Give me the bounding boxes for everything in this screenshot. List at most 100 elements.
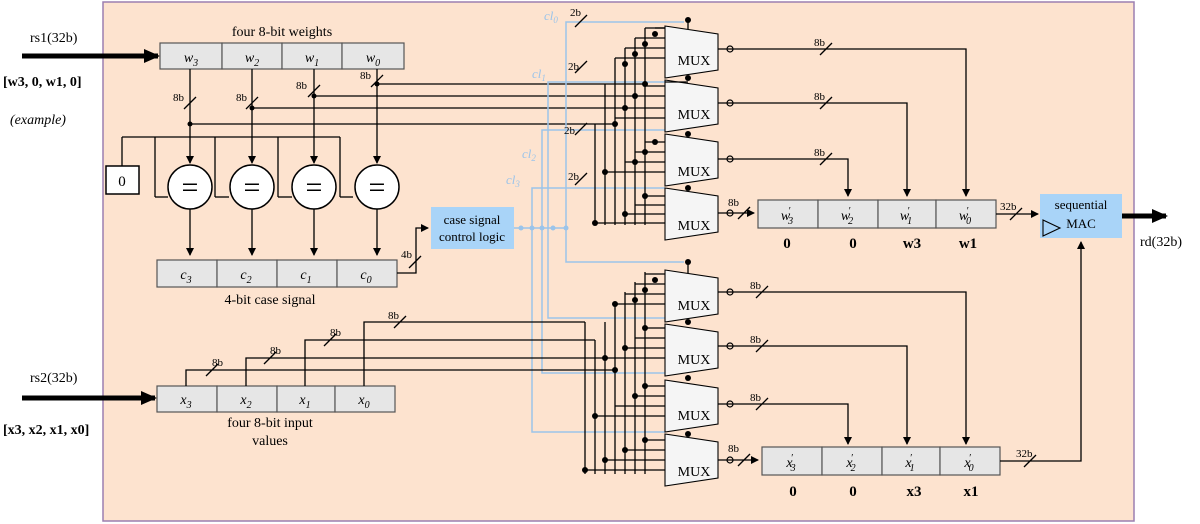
bus-label-xmux3: 8b xyxy=(728,443,740,455)
zero-constant: 0 xyxy=(118,174,126,190)
bus-label-w2-tap: 8b xyxy=(236,92,248,104)
case-cell-c1: c1 xyxy=(300,268,311,286)
w-prime-value-0: w1 xyxy=(959,236,977,252)
input-mux-inputs xyxy=(582,272,665,474)
x-prime-cell-1: x1′ xyxy=(904,453,914,474)
bus-label-x3: 8b xyxy=(212,357,224,369)
bus-label-wmux3: 8b xyxy=(728,197,740,209)
w-prime-register: w3′ w2′ w1′ w0′ xyxy=(757,199,997,229)
weight-mux-0-label: MUX xyxy=(678,54,711,69)
mac-line2: MAC xyxy=(1066,216,1096,231)
rs1-example: [w3, 0, w1, 0] xyxy=(3,75,82,90)
w-prime-cell-3: w3′ xyxy=(781,206,793,227)
weight-mux-1 xyxy=(664,79,719,133)
control-lines: cl0 cl1 cl2 cl3 2b 2b 2b 2b xyxy=(506,7,684,433)
comparator-0-symbol: = xyxy=(369,171,386,204)
input-mux-3 xyxy=(664,433,719,487)
case-register-title: 4-bit case signal xyxy=(225,293,316,308)
weight-cell-w3: w3 xyxy=(184,51,198,69)
control-logic-line2: control logic xyxy=(439,229,505,244)
weight-mux-0 xyxy=(664,25,719,79)
bus-label-wmux0: 8b xyxy=(814,37,826,49)
bus-label-x0: 8b xyxy=(388,310,400,322)
x-prime-cell-0: x0′ xyxy=(963,453,973,474)
x-prime-to-mac-wire xyxy=(1000,241,1085,462)
bus-label-xmux0: 8b xyxy=(750,280,762,292)
bus-label-wmux1: 8b xyxy=(814,91,826,103)
case-cell-c3: c3 xyxy=(180,268,191,286)
weight-muxes: MUX MUX MUX MUX xyxy=(664,17,719,241)
bus-label-cl0: 2b xyxy=(570,7,582,19)
inputs-register-title-line2: values xyxy=(252,434,288,449)
case-to-control-wire xyxy=(397,224,429,274)
input-cell-x3: x3 xyxy=(179,393,191,411)
weight-cell-w1: w1 xyxy=(305,51,319,69)
control-line-cl3: cl3 xyxy=(506,172,520,189)
input-cell-x0: x0 xyxy=(357,393,369,411)
comparator-3-symbol: = xyxy=(182,171,199,204)
bus-label-w-prime: 32b xyxy=(1000,201,1017,213)
bus-label-case: 4b xyxy=(401,249,413,261)
weight-mux-inputs xyxy=(592,27,665,226)
input-mux-1-label: MUX xyxy=(678,353,711,368)
rs1-label: rs1(32b) xyxy=(30,31,78,46)
input-mux-2 xyxy=(664,379,719,433)
control-line-cl0: cl0 xyxy=(544,8,558,25)
input-cell-x2: x2 xyxy=(239,393,251,411)
x-prime-value-0: x1 xyxy=(964,484,979,500)
x-prime-value-1: x3 xyxy=(907,484,922,500)
x-prime-cell-2: x2′ xyxy=(845,453,855,474)
weight-cell-w0: w0 xyxy=(366,51,380,69)
bus-label-cl1: 2b xyxy=(568,61,580,73)
weight-buses xyxy=(187,81,645,127)
bus-label-xmux2: 8b xyxy=(750,392,762,404)
weight-cell-w2: w2 xyxy=(245,51,259,69)
case-signal-register: c3 c2 c1 c0 xyxy=(156,209,398,288)
input-mux-2-label: MUX xyxy=(678,409,711,424)
rs2-example: [x3, x2, x1, x0] xyxy=(3,423,89,438)
control-logic-line1: case signal xyxy=(444,212,501,227)
case-cell-c2: c2 xyxy=(240,268,251,286)
comparator-2-symbol: = xyxy=(244,171,261,204)
control-line-cl1: cl1 xyxy=(532,66,546,83)
bus-label-w1-tap: 8b xyxy=(296,80,308,92)
bus-label-x-prime: 32b xyxy=(1016,448,1033,460)
weight-mux-2-label: MUX xyxy=(678,165,711,180)
w-prime-cell-1: w1′ xyxy=(900,206,912,227)
input-mux-1 xyxy=(664,323,719,377)
bus-label-x2: 8b xyxy=(270,345,282,357)
w-prime-value-2: 0 xyxy=(849,236,857,252)
x-prime-value-2: 0 xyxy=(849,484,857,500)
input-mux-0-label: MUX xyxy=(678,299,711,314)
comparator-bus xyxy=(121,136,353,198)
bus-label-cl3: 2b xyxy=(568,171,580,183)
inputs-register: x3 x2 x1 x0 xyxy=(156,385,396,413)
weight-mux-1-label: MUX xyxy=(678,108,711,123)
w-prime-cell-0: w0′ xyxy=(959,206,971,227)
comparator-1-symbol: = xyxy=(306,171,323,204)
inputs-register-title-line1: four 8-bit input xyxy=(227,416,313,431)
weight-mux-3-label: MUX xyxy=(678,219,711,234)
bus-label-w0-tap: 8b xyxy=(360,70,372,82)
rd-label: rd(32b) xyxy=(1140,235,1182,250)
bus-label-xmux1: 8b xyxy=(750,334,762,346)
bus-label-x1: 8b xyxy=(330,327,342,339)
rs2-label: rs2(32b) xyxy=(30,371,78,386)
bus-label-w3-tap: 8b xyxy=(173,92,185,104)
bus-label-cl2: 2b xyxy=(564,125,576,137)
w-prime-value-3: 0 xyxy=(783,236,791,252)
weight-mux-3 xyxy=(664,187,719,241)
weight-mux-outputs: 8b 8b 8b 8b xyxy=(718,37,970,220)
weight-mux-2 xyxy=(664,133,719,187)
x-prime-register: x3′ x2′ x1′ x0′ xyxy=(761,446,1001,476)
w-prime-value-1: w3 xyxy=(903,236,921,252)
x-prime-cell-3: x3′ xyxy=(785,453,795,474)
input-mux-3-label: MUX xyxy=(678,465,711,480)
case-signal-control-logic xyxy=(431,207,514,249)
case-cell-c0: c0 xyxy=(360,268,371,286)
input-mux-outputs: 8b 8b 8b 8b xyxy=(718,280,970,467)
weight-to-comparator-wires: 8b 8b 8b 8b xyxy=(173,69,384,164)
x-prime-value-3: 0 xyxy=(789,484,797,500)
input-cell-x1: x1 xyxy=(298,393,310,411)
